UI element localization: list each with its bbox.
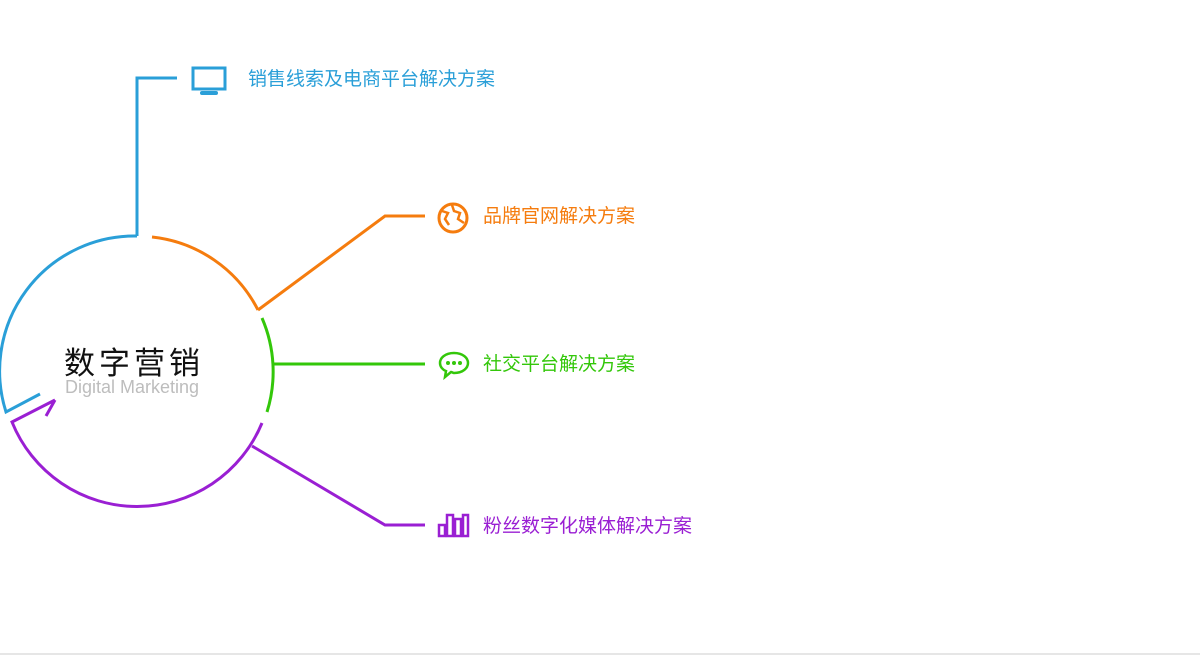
branch-brand-website[interactable]: 品牌官网解决方案 bbox=[483, 205, 636, 227]
branch-fan-digital-media[interactable]: 粉丝数字化媒体解决方案 bbox=[483, 515, 693, 537]
branch-sales-leads-ecommerce[interactable]: 销售线索及电商平台解决方案 bbox=[248, 68, 496, 90]
branch-social-platform[interactable]: 社交平台解决方案 bbox=[483, 353, 636, 375]
blue-arc bbox=[0, 234, 138, 415]
purple-connector bbox=[251, 444, 425, 527]
orange-arc bbox=[151, 235, 260, 311]
orange-connector bbox=[257, 214, 425, 312]
bottom-divider bbox=[0, 653, 1200, 655]
globe-icon bbox=[437, 202, 469, 234]
purple-arc bbox=[10, 398, 264, 509]
monitor-icon bbox=[191, 66, 227, 95]
bar-chart-icon bbox=[437, 513, 470, 538]
blue-connector bbox=[135, 76, 177, 236]
center-title: 数字营销 bbox=[64, 346, 204, 382]
center-subtitle: Digital Marketing bbox=[65, 377, 200, 397]
green-arc bbox=[260, 317, 275, 413]
chat-bubble-icon bbox=[438, 351, 470, 380]
